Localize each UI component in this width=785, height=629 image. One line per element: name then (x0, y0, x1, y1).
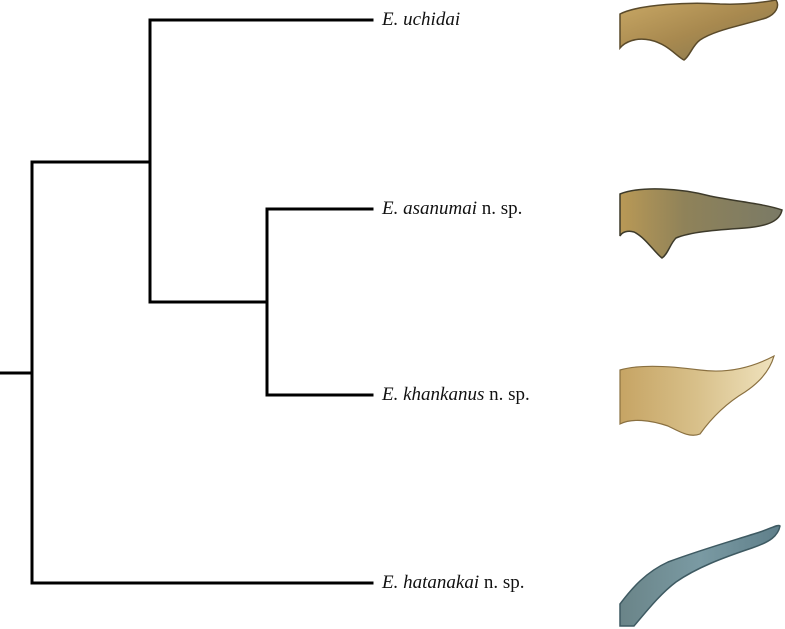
specimen-khankanus-image (619, 354, 775, 436)
specimen-uchidai-image (619, 0, 779, 61)
genus-name: E. (382, 384, 399, 405)
taxon-label-uchidai: E. uchidai (382, 9, 460, 31)
genus-name: E. (382, 198, 399, 219)
taxon-label-asanumai: E. asanumai n. sp. (382, 198, 522, 220)
species-name: asanumai (403, 198, 478, 219)
species-name: hatanakai (403, 572, 480, 593)
new-species-marker: n. sp. (481, 198, 523, 219)
genus-name: E. (382, 572, 399, 593)
specimen-hatanakai-image (619, 524, 781, 627)
species-name: khankanus (403, 384, 485, 405)
species-name: uchidai (403, 9, 461, 30)
new-species-marker: n. sp. (489, 384, 530, 405)
taxon-label-khankanus: E. khankanus n. sp. (382, 384, 530, 406)
specimen-asanumai-image (619, 188, 783, 259)
taxon-label-hatanakai: E. hatanakai n. sp. (382, 572, 525, 594)
genus-name: E. (382, 9, 399, 30)
new-species-marker: n. sp. (483, 572, 525, 593)
